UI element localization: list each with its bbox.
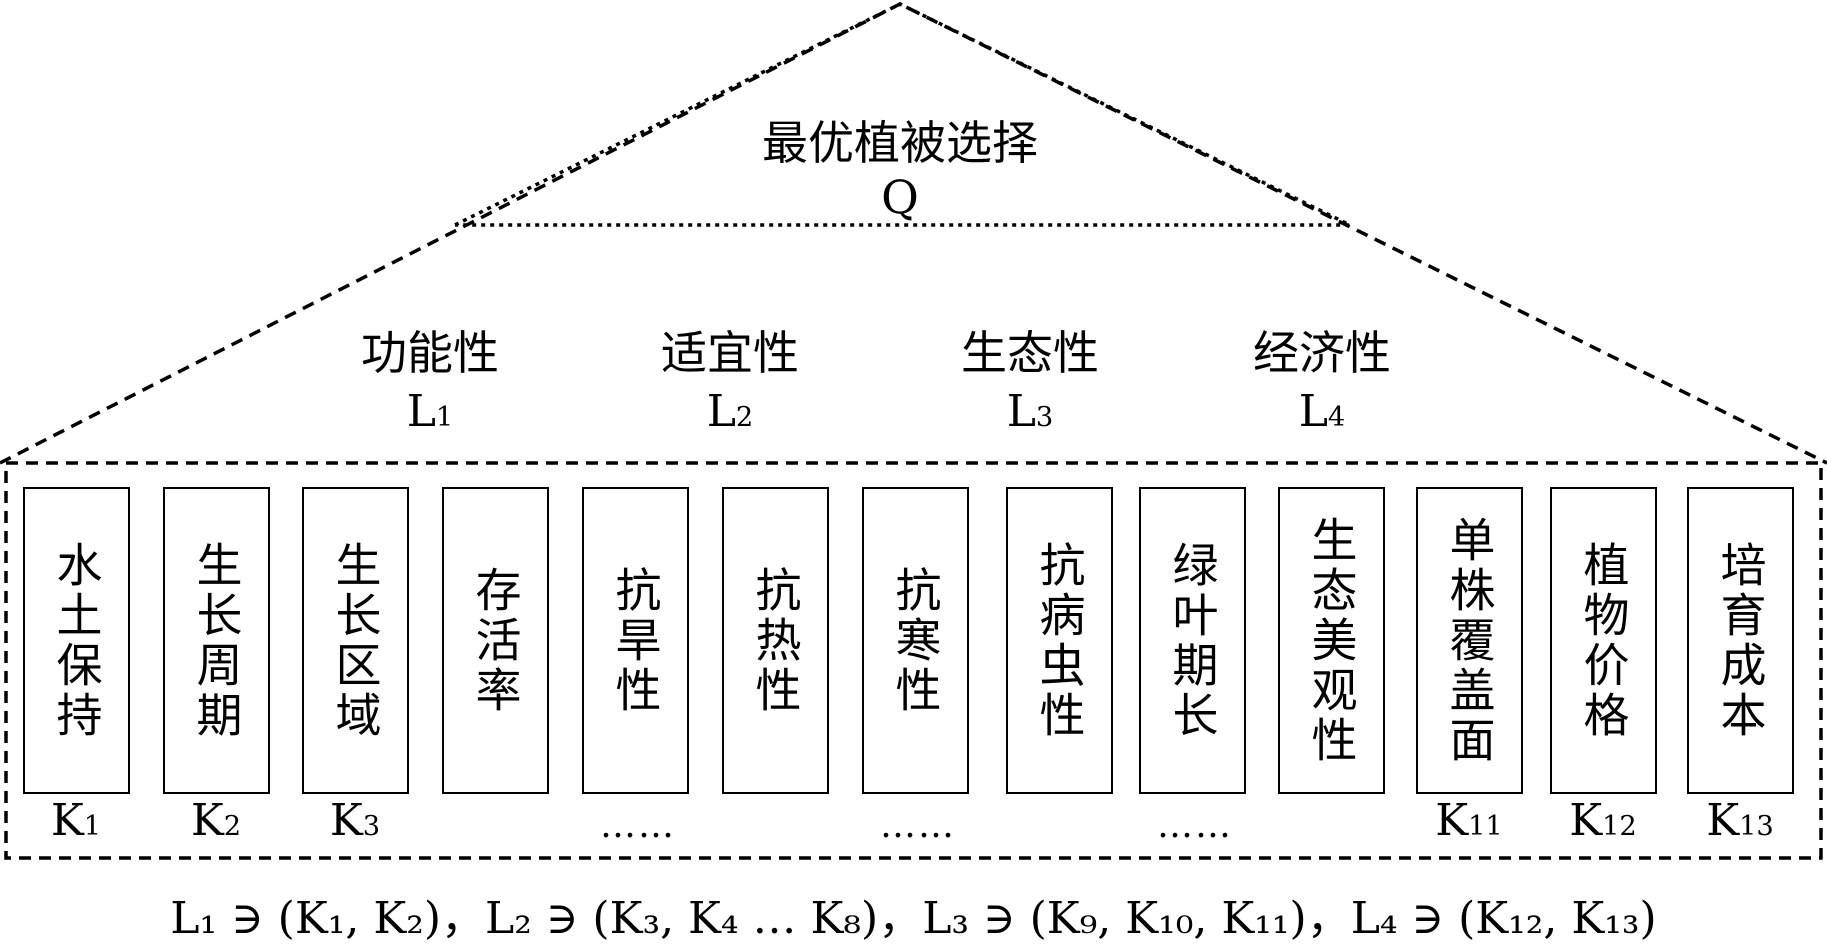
indicator-symbol: K13 [1706, 795, 1774, 846]
criterion-name-4: 经济性 [1253, 326, 1391, 380]
indicator-label: 生态美观性 [1304, 515, 1359, 766]
indicator-symbol: K3 [329, 795, 381, 846]
indicator-box: 抗寒性 [862, 487, 969, 794]
indicator-box: 抗旱性 [582, 487, 689, 794]
criterion-symbol-1: L1 [406, 386, 454, 437]
indicator-symbol: K12 [1569, 795, 1637, 846]
indicator-label: 水土保持 [49, 540, 104, 741]
criterion-name-1: 功能性 [361, 326, 499, 380]
goal-symbol: Q [881, 170, 919, 224]
indicator-label: 绿叶期长 [1165, 540, 1220, 741]
indicator-box: 生长周期 [163, 487, 270, 794]
indicator-label: 抗病虫性 [1032, 540, 1087, 741]
goal-triangle [454, 2, 1351, 227]
indicator-label: 单株覆盖面 [1442, 515, 1497, 766]
indicator-box: 抗热性 [722, 487, 829, 794]
indicator-symbol: K1 [50, 795, 102, 846]
indicator-box: 培育成本 [1687, 487, 1794, 794]
criterion-symbol-4: L4 [1298, 386, 1346, 437]
roof-outline [0, 2, 1827, 465]
indicator-box: 生长区域 [302, 487, 409, 794]
indicator-box: 植物价格 [1550, 487, 1657, 794]
indicator-label: 存活率 [468, 565, 523, 716]
indicator-label: 生长区域 [328, 540, 383, 741]
indicator-symbol: K11 [1435, 795, 1503, 846]
indicator-label: 抗寒性 [888, 565, 943, 716]
criterion-symbol-3: L3 [1006, 386, 1054, 437]
indicator-label: 抗旱性 [608, 565, 663, 716]
goal-title: 最优植被选择 [762, 116, 1038, 170]
ellipsis: …… [880, 805, 956, 846]
indicator-label: 植物价格 [1576, 540, 1631, 741]
indicator-box: 存活率 [442, 487, 549, 794]
indicator-box: 水土保持 [23, 487, 130, 794]
indicator-symbol: K2 [190, 795, 242, 846]
indicator-frame [4, 461, 1823, 860]
indicator-box: 单株覆盖面 [1416, 487, 1523, 794]
criterion-symbol-2: L2 [706, 386, 754, 437]
indicator-box: 绿叶期长 [1139, 487, 1246, 794]
criterion-name-2: 适宜性 [661, 326, 799, 380]
membership-formula: L₁ ∋ (K₁, K₂)，L₂ ∋ (K₃, K₄ … K₈)，L₃ ∋ (K… [170, 893, 1657, 944]
ellipsis: …… [600, 805, 676, 846]
indicator-box: 抗病虫性 [1006, 487, 1113, 794]
criterion-name-3: 生态性 [961, 326, 1099, 380]
ellipsis: …… [1157, 805, 1233, 846]
indicator-label: 生长周期 [189, 540, 244, 741]
indicator-label: 抗热性 [748, 565, 803, 716]
indicator-label: 培育成本 [1713, 540, 1768, 741]
indicator-box: 生态美观性 [1278, 487, 1385, 794]
